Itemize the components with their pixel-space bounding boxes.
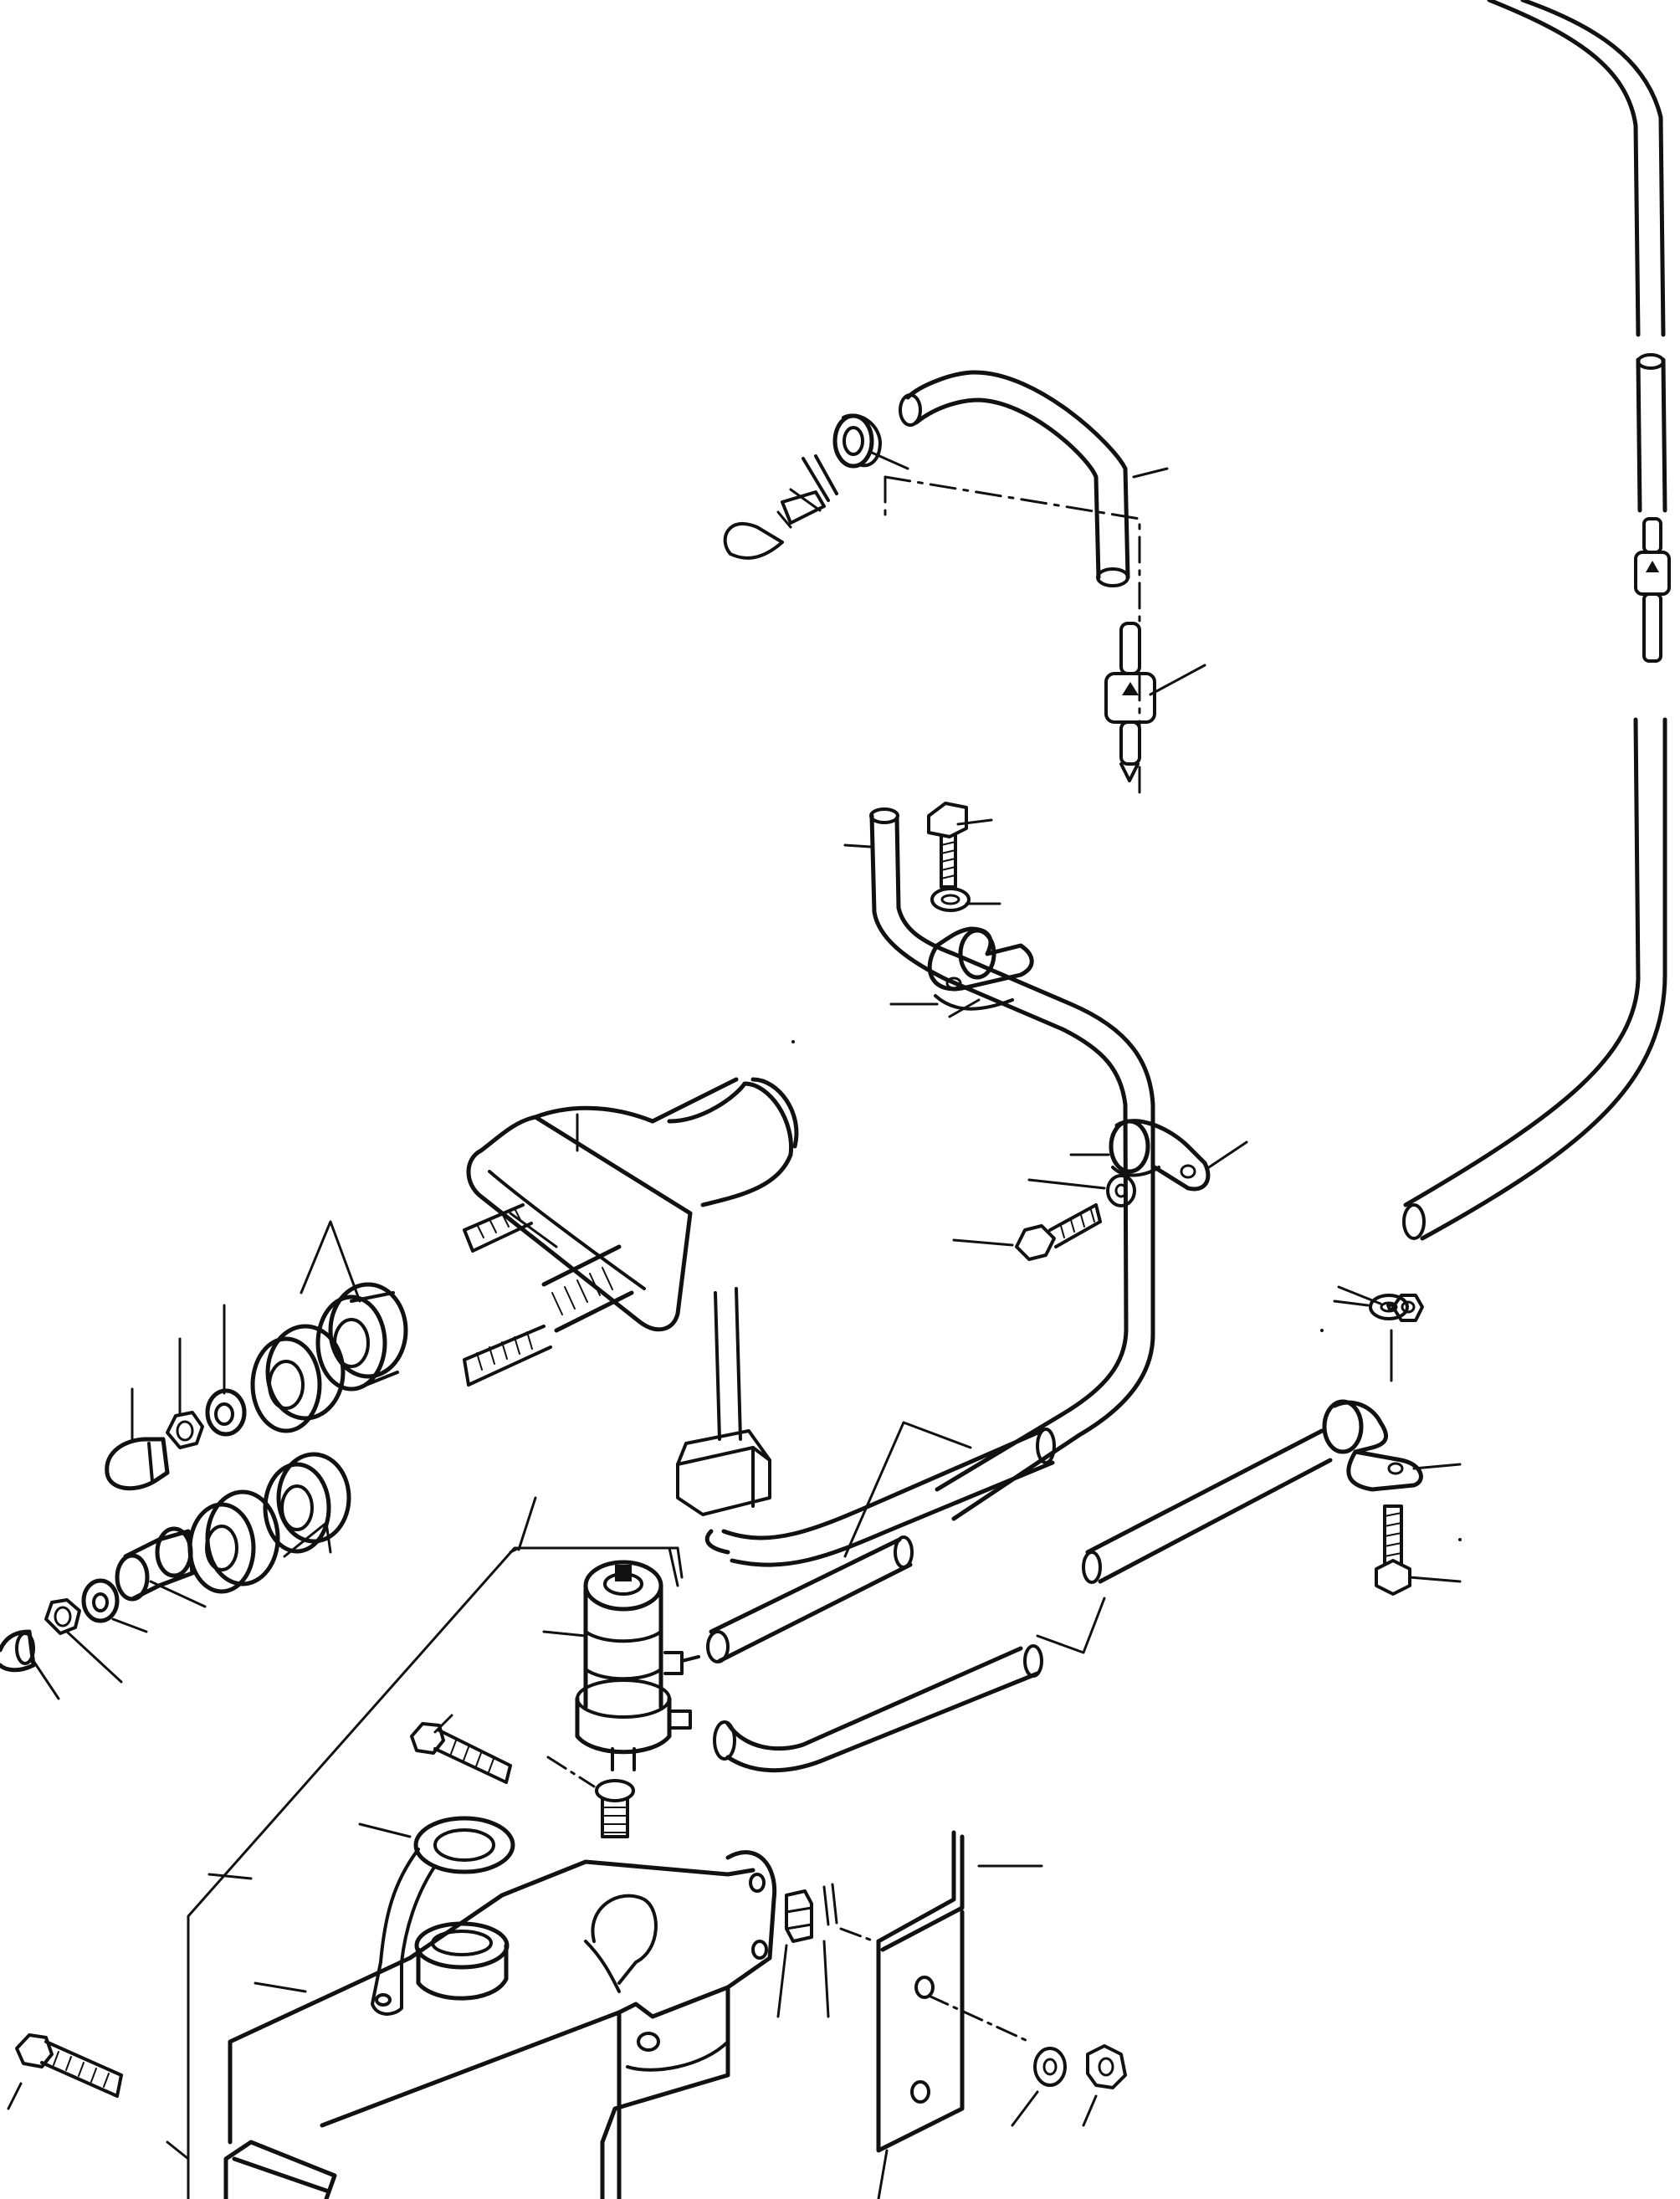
- bolt: [15, 2033, 123, 2098]
- washer: [1386, 1303, 1396, 1311]
- bolt: [1015, 1203, 1102, 1261]
- nut: [44, 1598, 81, 1635]
- grommet: [832, 413, 882, 469]
- upper-hose: [899, 370, 1130, 587]
- washer: [81, 1578, 120, 1623]
- bolt: [927, 802, 968, 889]
- washer: [205, 1388, 247, 1437]
- reference-line-bracket: [839, 1927, 1031, 2043]
- stud: [463, 1203, 533, 1253]
- bolt: [410, 1722, 512, 1784]
- spacer: [115, 1526, 195, 1602]
- washer-motor-pump: [466, 1077, 799, 1332]
- washer: [1033, 2047, 1067, 2087]
- leader-lines: [7, 450, 1462, 2199]
- check-valve: [1104, 622, 1156, 782]
- reservoir: [223, 1850, 777, 2199]
- speck-marks: [791, 818, 1667, 1541]
- rubber-mount: [263, 1452, 351, 1554]
- stud: [822, 1883, 838, 1926]
- check-valve-right: [1634, 517, 1671, 663]
- group-line: [187, 1546, 679, 2199]
- hose-line: [713, 1644, 1043, 1773]
- hose-line: [706, 1535, 914, 1663]
- stud: [463, 1244, 634, 1387]
- nozzle-fitting: [776, 454, 838, 529]
- washer: [1369, 1294, 1409, 1320]
- hose-line: [869, 807, 1155, 1521]
- reference-line-top: [884, 475, 1141, 801]
- hose-line: [1082, 1428, 1333, 1584]
- washer: [1106, 1174, 1136, 1207]
- hose-line: [704, 1428, 1056, 1567]
- bolt: [1375, 1504, 1411, 1596]
- washer: [930, 887, 971, 912]
- cap-nut: [105, 1437, 170, 1491]
- nozzle: [723, 521, 784, 560]
- washer-motor-pump: [575, 1560, 700, 1771]
- hose-clamp: [927, 926, 1034, 1011]
- rubber-mount: [250, 1324, 346, 1433]
- nut: [785, 1889, 813, 1943]
- long-hose-line: [1402, 0, 1667, 1241]
- reservoir-cap: [371, 1816, 515, 2016]
- bracket: [876, 1830, 965, 2153]
- connector: [676, 1287, 771, 1516]
- filter: [595, 1779, 635, 1838]
- clip: [1109, 1119, 1211, 1192]
- hose-clamp: [1322, 1399, 1423, 1492]
- nut: [166, 1411, 204, 1449]
- cap-nut: [0, 1629, 36, 1673]
- reference-line-pump: [546, 1756, 596, 1788]
- nut: [1086, 2044, 1127, 2089]
